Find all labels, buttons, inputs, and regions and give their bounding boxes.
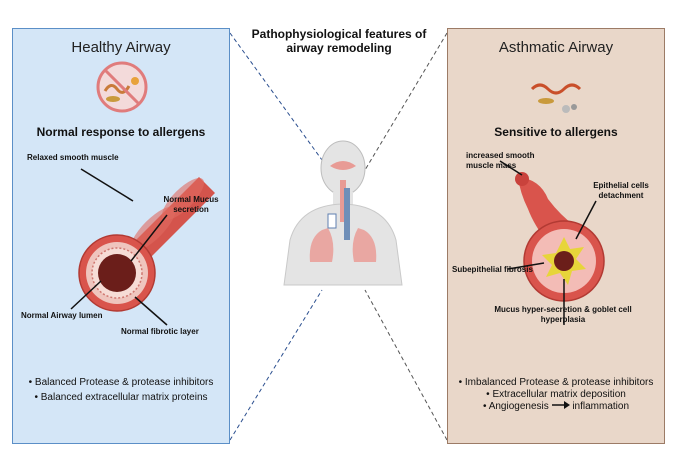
healthy-panel-title: Healthy Airway (71, 39, 171, 56)
label-subepithelial-fibrosis: Subepithelial fibrosis (452, 265, 533, 274)
asthmatic-subtitle: Sensitive to allergens (494, 125, 618, 139)
no-allergen-icon (96, 61, 148, 113)
label-normal-airway-lumen: Normal Airway lumen (21, 311, 103, 320)
asthmatic-airway-panel: Asthmatic Airway Sensitive to allergens … (447, 28, 665, 444)
healthy-illustration (70, 61, 215, 326)
label-increased-smooth-muscle: increased smooth muscle mass (466, 151, 535, 170)
healthy-subtitle: Normal response to allergens (36, 125, 206, 139)
asthmatic-bullet-2: • Extracellular matrix deposition (486, 389, 626, 400)
healthy-airway-tube (78, 177, 215, 312)
asthmatic-panel-title: Asthmatic Airway (498, 39, 614, 56)
healthy-airway-panel: Healthy Airway Normal response to allerg… (12, 28, 230, 444)
asthmatic-airway-tube (515, 172, 605, 302)
label-epithelial-detachment: Epithelial cells detachment (593, 181, 649, 200)
healthy-bullet-list: • Balanced Protease & protease inhibitor… (13, 377, 229, 404)
healthy-bullet-2: • Balanced extracellular matrix proteins (34, 392, 208, 403)
label-mucus-hypersecretion: Mucus hyper-secretion & goblet cell hype… (494, 305, 632, 324)
label-normal-mucus-secretion: Normal Mucus secretion (163, 195, 219, 214)
asthmatic-bullet-list: • Imbalanced Protease & protease inhibit… (448, 377, 664, 413)
page-title: Pathophysiological features of airway re… (251, 27, 427, 55)
asthmatic-illustration (499, 83, 605, 325)
arrow-right-icon (551, 401, 570, 409)
label-normal-fibrotic-layer: Normal fibrotic layer (121, 327, 199, 336)
label-relaxed-smooth-muscle: Relaxed smooth muscle (27, 153, 119, 162)
allergen-cluster-icon (530, 83, 582, 113)
healthy-bullet-1: • Balanced Protease & protease inhibitor… (28, 377, 214, 388)
asthmatic-bullet-3: • Angiogenesis inflammation (482, 401, 630, 412)
asthmatic-bullet-1: • Imbalanced Protease & protease inhibit… (458, 377, 654, 388)
